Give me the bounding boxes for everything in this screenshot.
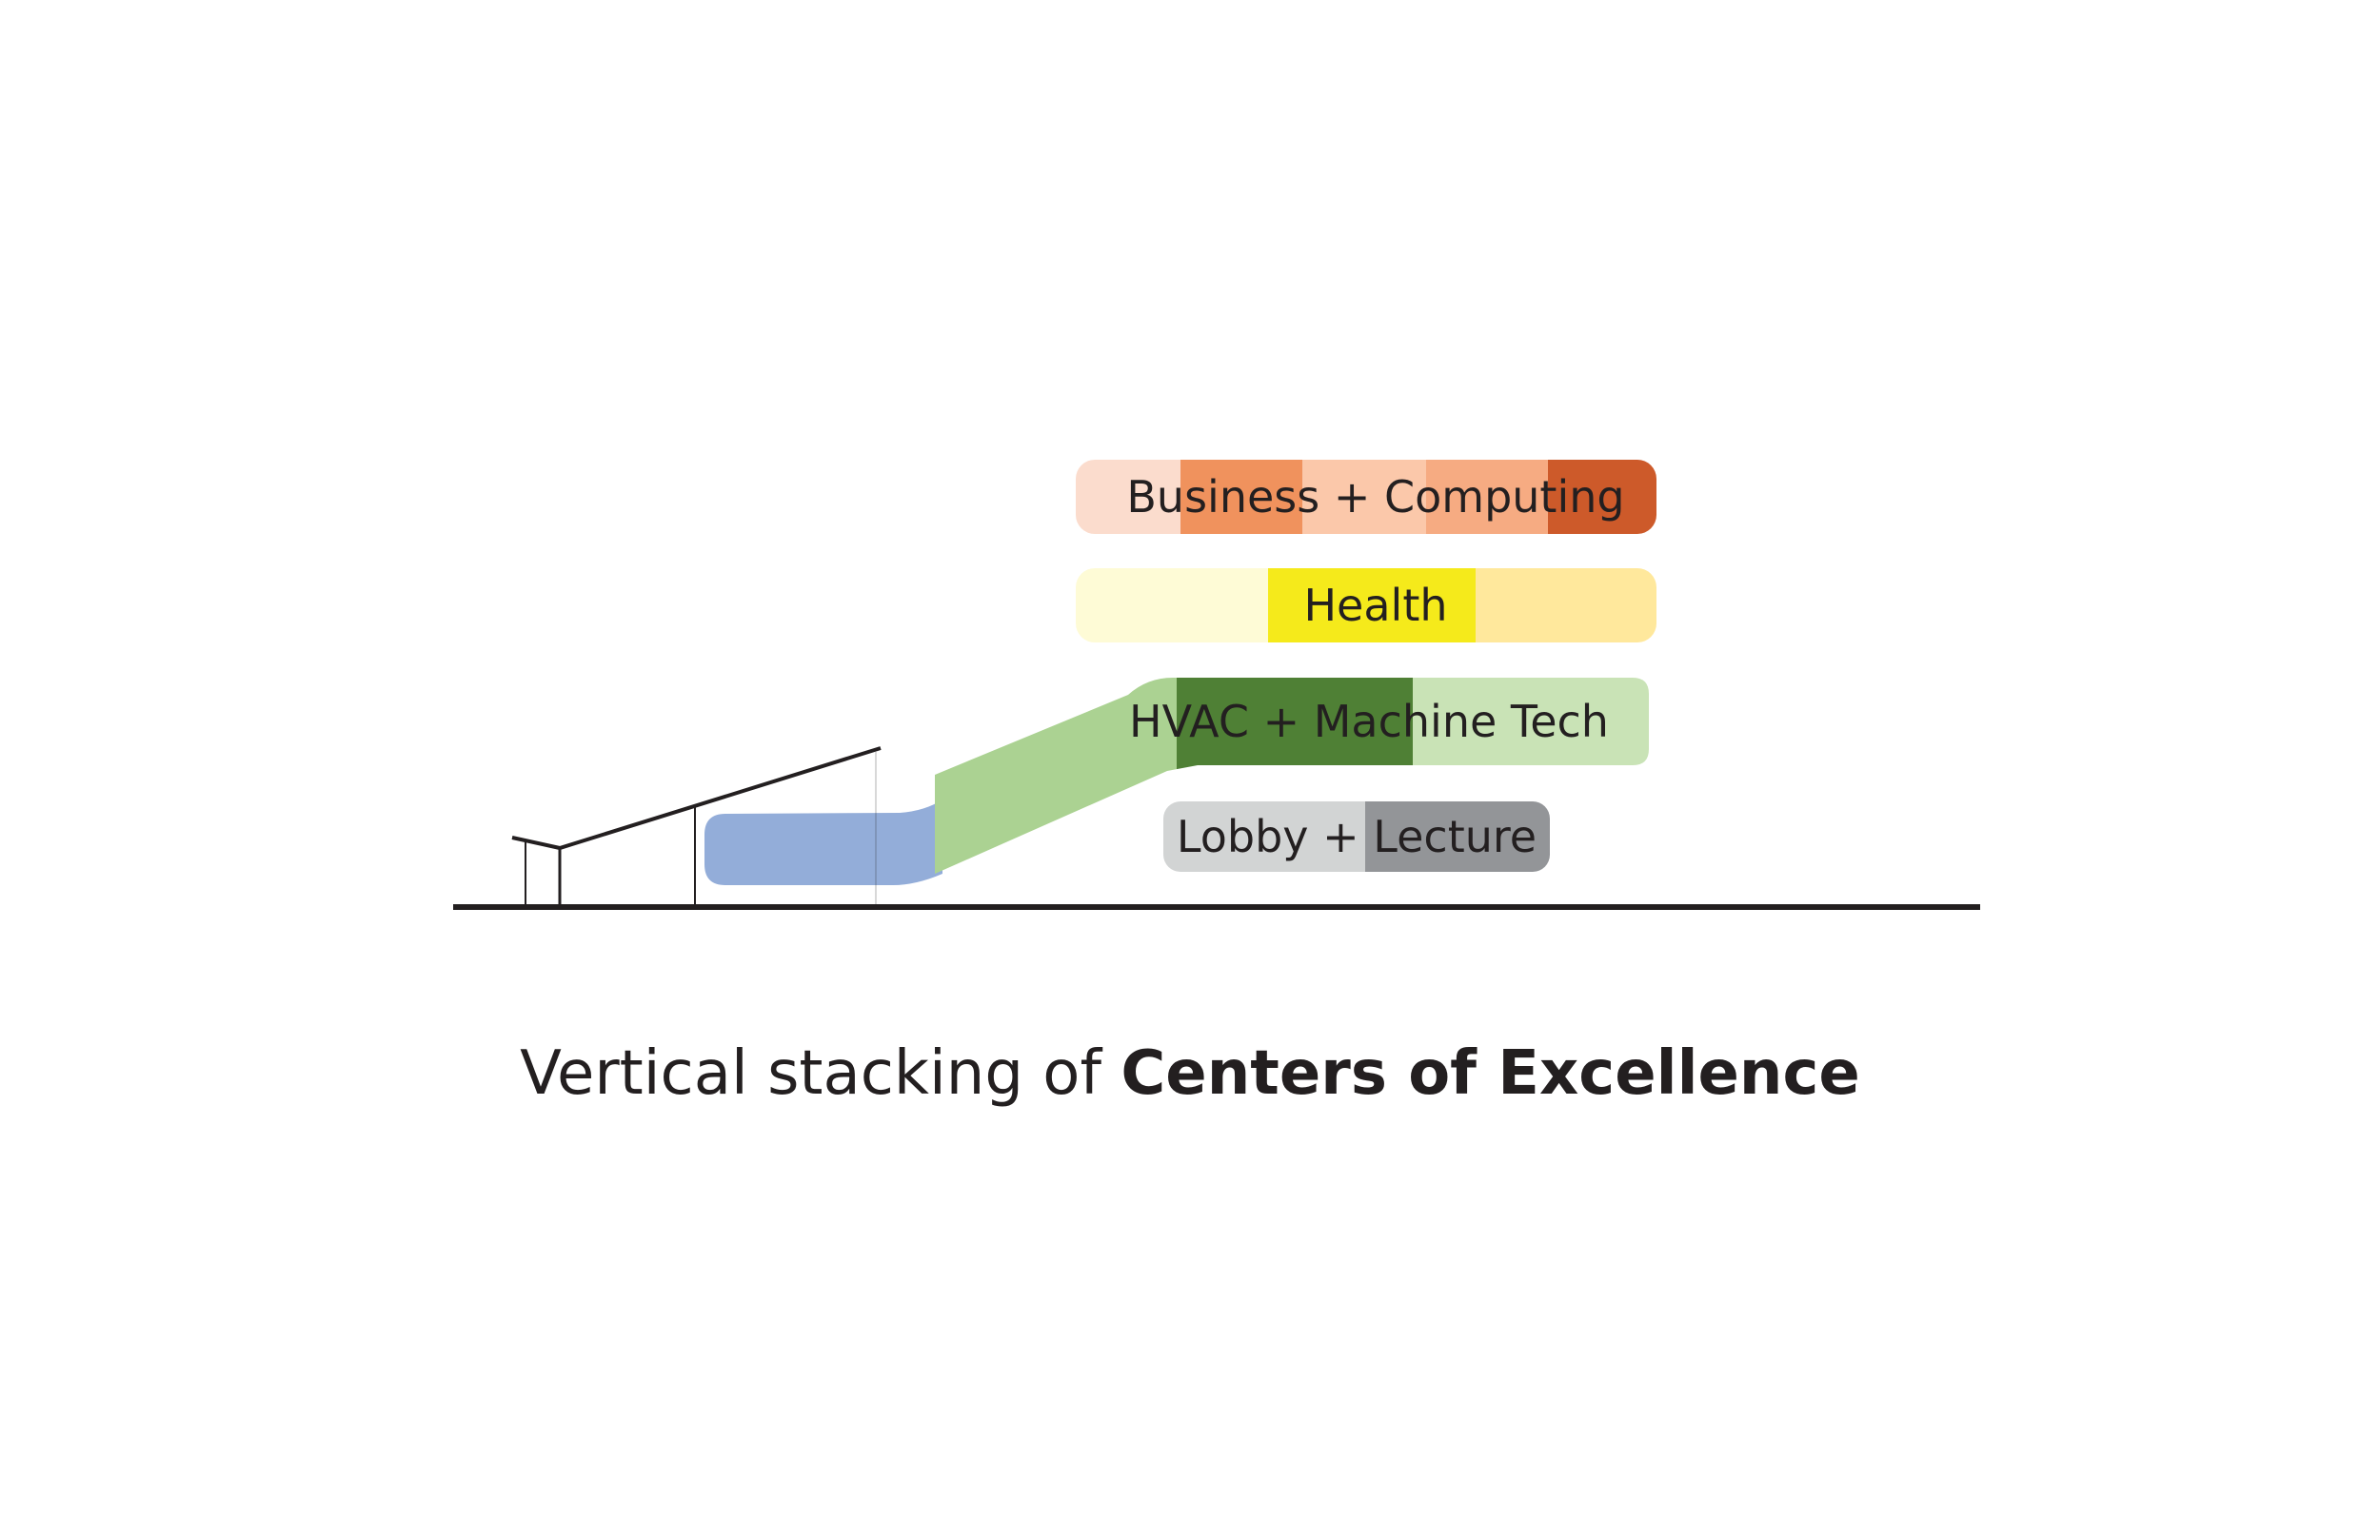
existing-building xyxy=(511,746,882,904)
band-label-lobby-lecture: Lobby + Lecture xyxy=(1177,811,1537,862)
segment-business-2 xyxy=(1180,460,1302,534)
segment-health-3 xyxy=(1476,568,1656,642)
caption-bold: Centers of Excellence xyxy=(1121,1038,1860,1109)
caption-regular: Vertical stacking of xyxy=(520,1038,1121,1109)
segment-business-4 xyxy=(1426,460,1548,534)
band-label-hvac-machine-tech: HVAC + Machine Tech xyxy=(1129,696,1609,747)
diagram-caption: Vertical stacking of Centers of Excellen… xyxy=(0,1037,2380,1111)
entry-ramp xyxy=(704,800,942,885)
band-business-computing: Business + Computing xyxy=(1076,460,1656,534)
segment-health-2 xyxy=(1268,568,1476,642)
segment-business-5 xyxy=(1548,460,1656,534)
band-lobby-lecture: Lobby + Lecture xyxy=(1163,801,1550,872)
band-label-health: Health xyxy=(1303,580,1447,631)
band-health: Health xyxy=(1076,568,1656,642)
segment-lobby-2 xyxy=(1365,801,1550,872)
ramp-blue-segment xyxy=(704,800,942,885)
segment-health-1 xyxy=(1076,568,1268,642)
segment-lobby-1 xyxy=(1163,801,1365,872)
segment-business-1 xyxy=(1076,460,1180,534)
band-label-business-computing: Business + Computing xyxy=(1126,471,1624,523)
segment-business-3 xyxy=(1302,460,1426,534)
ground-line xyxy=(453,904,1980,910)
